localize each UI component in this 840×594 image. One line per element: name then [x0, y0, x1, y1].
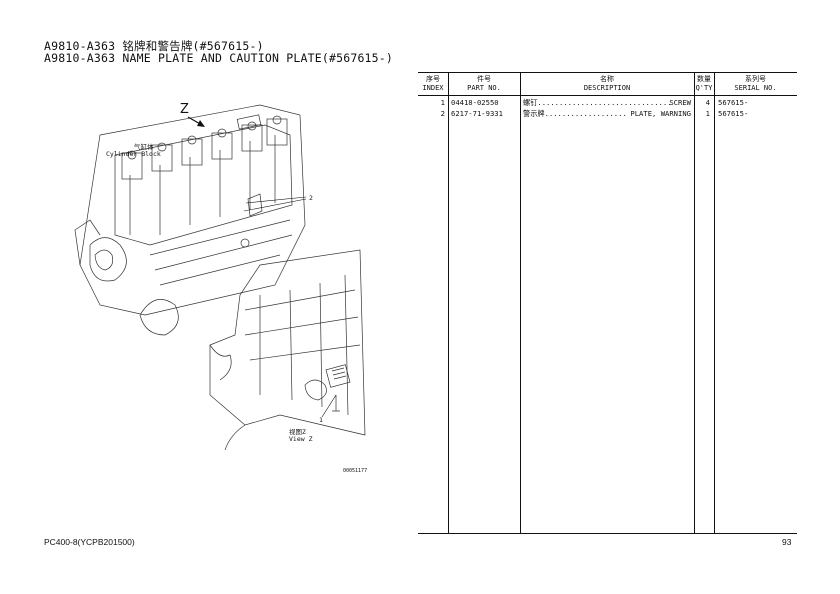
row-serial: 567615- — [718, 98, 749, 107]
row-desc-cn: 警示牌................... — [523, 109, 627, 118]
row-part-no: 6217-71-9331 — [451, 109, 503, 118]
page-title-en: A9810-A363 NAME PLATE AND CAUTION PLATE(… — [44, 51, 394, 65]
engine-drawing — [74, 104, 366, 451]
footer-model: PC400-8(YCPB201500) — [44, 537, 135, 547]
row-desc-en: SCREW — [669, 98, 691, 107]
callout-2: 2 — [309, 194, 313, 202]
callout-1: 1 — [319, 416, 323, 424]
figure-code: 00051177 — [343, 468, 368, 474]
row-part-no: 04418-02550 — [451, 98, 499, 107]
row-index: 1 — [440, 98, 445, 107]
row-index: 2 — [440, 109, 445, 118]
view-label-cn: 视图Z — [289, 428, 306, 436]
page-number: 93 — [782, 537, 792, 547]
row-qty: 4 — [705, 98, 710, 107]
table-row: 1 04418-02550 螺钉........................… — [418, 97, 797, 109]
parts-drawing: Z 气缸体 Cylinder Block 2 1 视图Z View Z 0005… — [60, 95, 380, 485]
cylinder-label-cn: 气缸体 — [134, 143, 154, 151]
table-row: 2 6217-71-9331 警示牌................... PL… — [418, 108, 797, 120]
row-desc-en: PLATE, WARNING — [630, 109, 691, 118]
cylinder-label-en: Cylinder Block — [106, 150, 161, 158]
row-desc-cn: 螺钉............................... — [523, 98, 672, 107]
view-label-en: View Z — [289, 435, 313, 443]
row-qty: 1 — [705, 109, 710, 118]
page-title-cn: A9810-A363 铭牌和警告牌(#567615-) — [44, 39, 264, 53]
view-marker-z: Z — [180, 102, 189, 117]
row-serial: 567615- — [718, 109, 749, 118]
